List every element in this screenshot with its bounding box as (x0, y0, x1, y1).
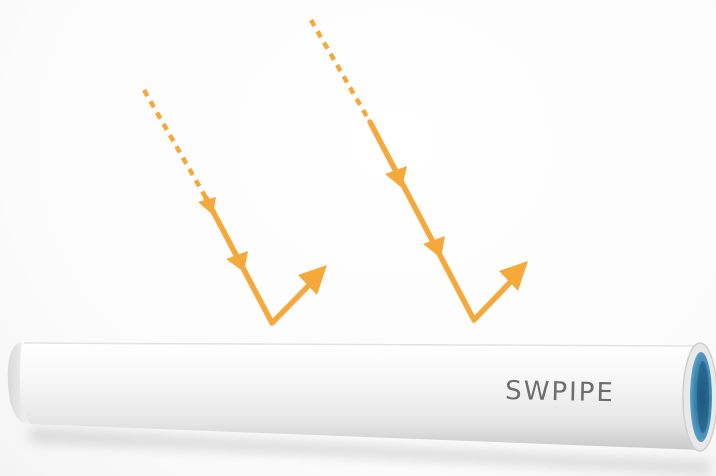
ray-2-incoming-dashed (311, 20, 370, 122)
ray-1 (144, 90, 318, 323)
ray-1-incoming-dashed (144, 90, 206, 198)
ray-2-arrows (385, 166, 528, 291)
pipe-label: SWPIPE (505, 376, 615, 408)
ray-2 (311, 20, 520, 320)
ray-1-arrows (198, 197, 327, 295)
ray-1-arrow-down-1 (198, 197, 216, 215)
ray-1-path (206, 198, 318, 323)
ray-2-path (370, 122, 520, 320)
